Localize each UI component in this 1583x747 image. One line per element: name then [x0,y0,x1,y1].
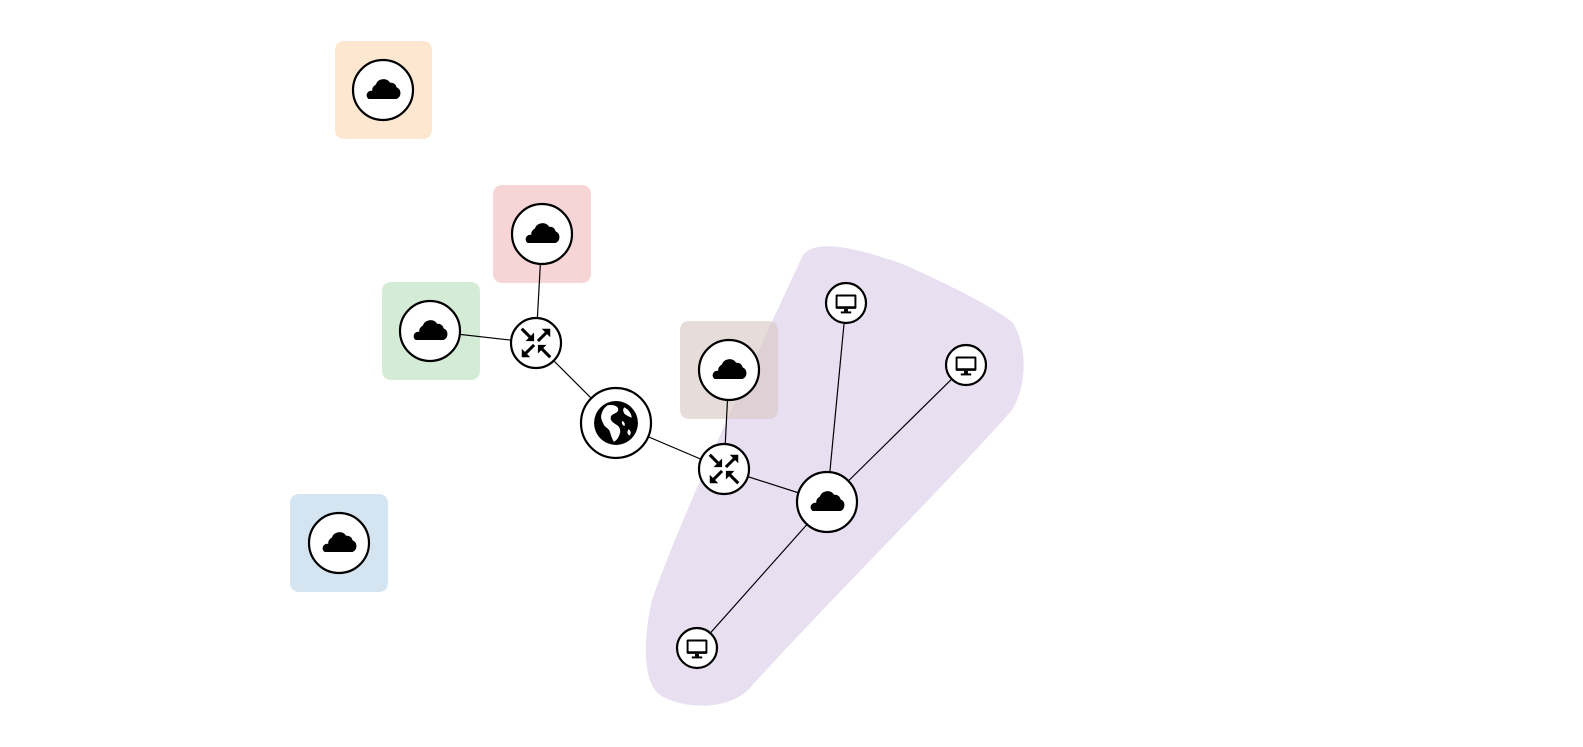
edge-hub-host-bottom [696,501,828,649]
node-internet-globe[interactable] [579,386,653,460]
node-host-right[interactable] [944,343,988,387]
node-router-lower[interactable] [697,442,751,496]
nodes-layer [307,58,988,670]
node-cloud-brown[interactable] [697,338,761,402]
node-cloud-blue[interactable] [307,511,371,575]
edge-hub-host-top [826,302,847,503]
node-cloud-orange[interactable] [351,58,415,122]
node-host-top[interactable] [824,281,868,325]
node-host-bottom[interactable] [675,626,719,670]
globe-icon [594,401,638,445]
node-cloud-purple-hub[interactable] [795,470,859,534]
node-cloud-red[interactable] [510,202,574,266]
node-router-upper[interactable] [509,316,563,370]
groups-layer [290,41,1024,706]
node-cloud-green[interactable] [398,299,462,363]
edge-hub-host-right [826,364,967,503]
